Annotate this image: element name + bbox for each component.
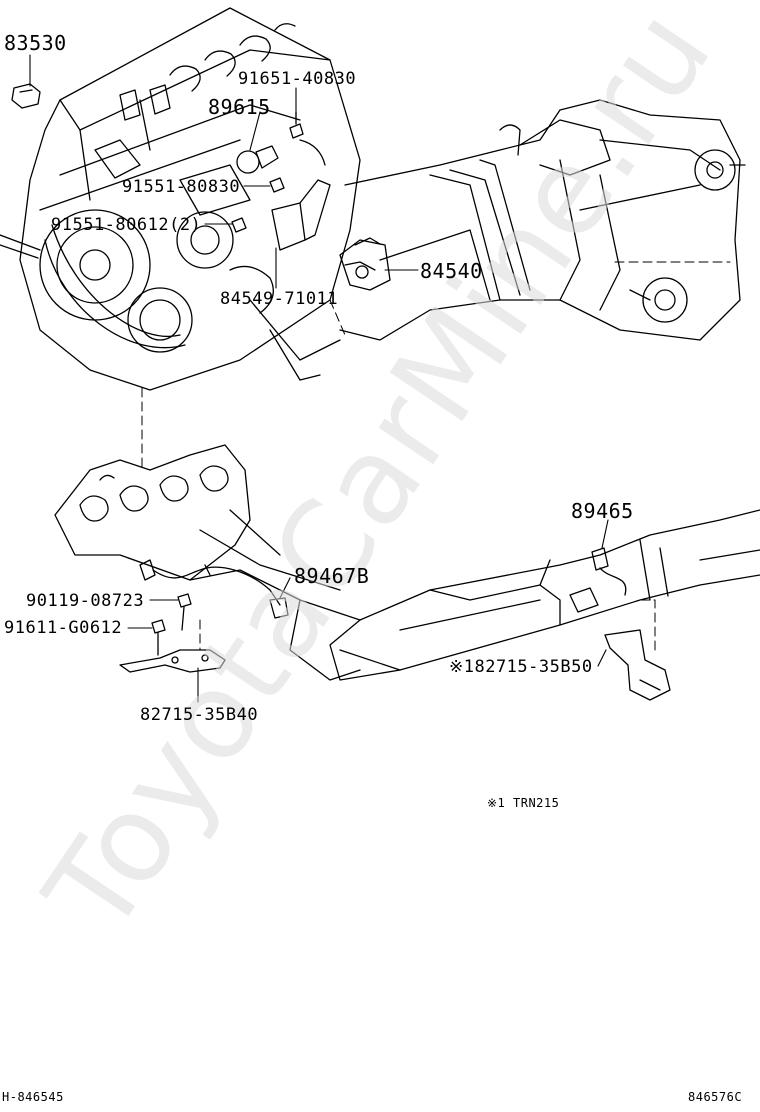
- oxygen-sensor-89465-drawing: [569, 547, 627, 613]
- dashed-reference-lines: [141, 261, 731, 651]
- part-label-83530[interactable]: 83530: [4, 31, 67, 55]
- footer-left-code: H-846545: [2, 1090, 64, 1104]
- converter-bracket-drawing: [604, 629, 671, 701]
- part-label-84540[interactable]: 84540: [420, 259, 483, 283]
- part-label-89465[interactable]: 89465: [571, 499, 634, 523]
- oxygen-sensor-89467b-drawing: [139, 559, 289, 619]
- part-label-89615[interactable]: 89615: [208, 95, 271, 119]
- bolt-90119-08723-drawing: [177, 593, 192, 631]
- part-label-91551-80830[interactable]: 91551-80830: [122, 177, 241, 197]
- leader-lines: [29, 54, 609, 703]
- transmission-drawing: [339, 99, 746, 341]
- manifold-bracket-drawing: [119, 649, 226, 673]
- footer-right-code: 846576C: [688, 1090, 743, 1104]
- exhaust-manifold-drawing: [54, 444, 760, 681]
- part-label-82715-35b40[interactable]: 82715-35B40: [140, 705, 259, 725]
- part-label-91651-40830[interactable]: 91651-40830: [238, 69, 357, 89]
- bolt-91551-80830-drawing: [269, 177, 285, 193]
- part-label-84549-71011[interactable]: 84549-71011: [220, 289, 339, 309]
- switch-84540-drawing: [339, 237, 391, 291]
- bolt-91551-80612-drawing: [231, 217, 247, 233]
- engine-block-drawing: [0, 7, 361, 391]
- part-label-91551-80612[interactable]: 91551-80612(2): [51, 215, 202, 235]
- part-label-90119-08723[interactable]: 90119-08723: [26, 591, 145, 611]
- part-label-91611-g0612[interactable]: 91611-G0612: [4, 618, 123, 638]
- part-label-182715-35b50[interactable]: ※182715-35B50: [449, 657, 593, 677]
- sensor-83530-drawing: [11, 83, 41, 109]
- bolt-91611-g0612-drawing: [151, 619, 166, 656]
- footnote-trn215: ※1 TRN215: [487, 796, 560, 810]
- sensor-89615-drawing: [236, 145, 279, 174]
- bracket-84549-71011-drawing: [271, 179, 331, 251]
- part-label-89467b[interactable]: 89467B: [294, 564, 370, 588]
